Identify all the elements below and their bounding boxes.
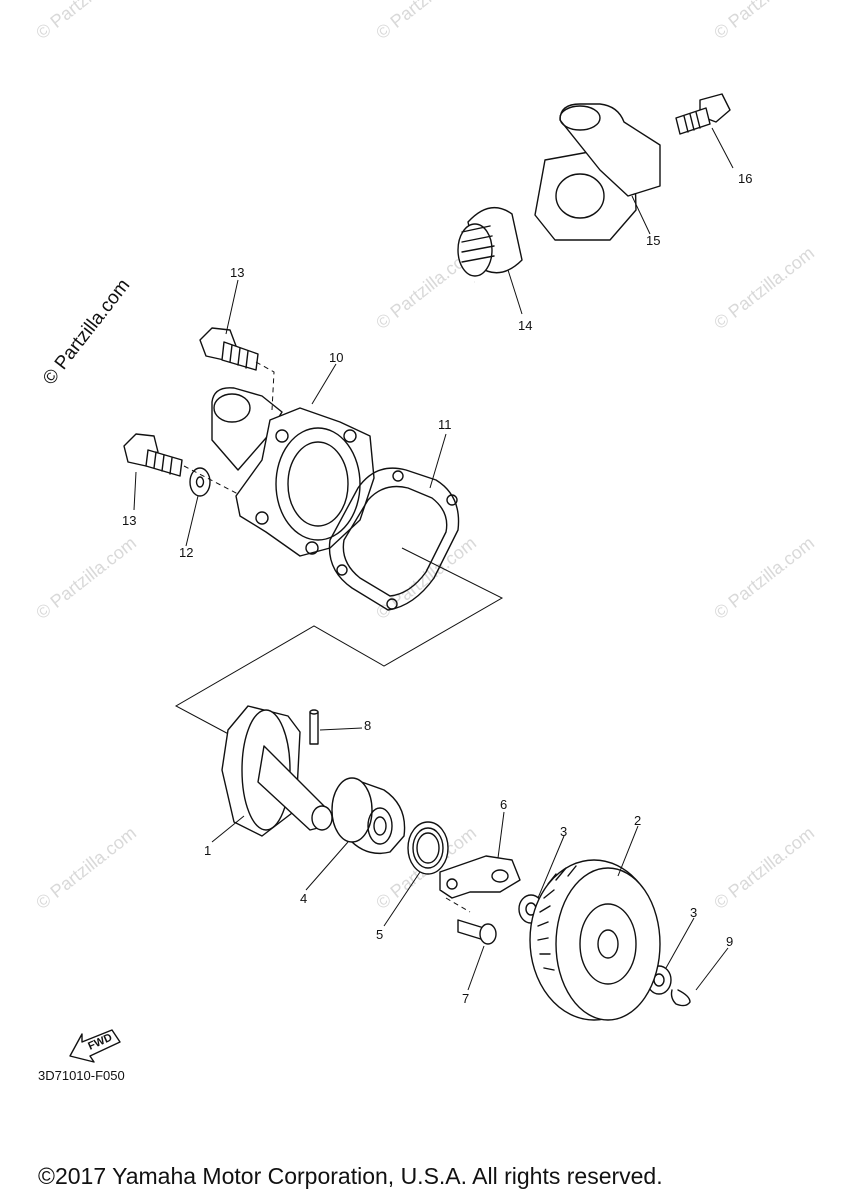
callout-1: 1 — [204, 843, 211, 858]
watermark: © Partzilla.com — [710, 823, 818, 913]
callout-2: 2 — [634, 813, 641, 828]
part-6-plate — [439, 855, 521, 899]
part-9-circlip — [670, 989, 691, 1007]
part-5-bearing — [407, 821, 449, 875]
diagram-code: 3D71010-F050 — [38, 1068, 125, 1083]
watermark: © Partzilla.com — [710, 533, 818, 623]
part-16-bolt — [675, 93, 731, 135]
part-10-pump-housing — [211, 387, 375, 557]
part-12-washer — [189, 467, 211, 497]
callout-12: 12 — [179, 545, 193, 560]
part-8-pin — [309, 709, 319, 745]
copyright-notice: ©2017 Yamaha Motor Corporation, U.S.A. A… — [38, 1163, 663, 1189]
callout-3: 3 — [560, 824, 567, 839]
callout-10: 10 — [329, 350, 343, 365]
part-13-bolt-lower — [123, 433, 183, 477]
part-14-thermostat — [457, 206, 523, 277]
callout-16: 16 — [738, 171, 752, 186]
watermark: © Partzilla.com — [32, 533, 140, 623]
part-15-outlet-elbow — [534, 103, 661, 241]
alignment-lines — [174, 361, 504, 913]
watermark: © Partzilla.com — [710, 243, 818, 333]
part-13-bolt-upper — [199, 327, 259, 371]
callout-13: 13 — [230, 265, 244, 280]
callout-9: 9 — [726, 934, 733, 949]
callout-3: 3 — [690, 905, 697, 920]
callout-14: 14 — [518, 318, 532, 333]
watermark: © Partzilla.com — [710, 0, 818, 43]
part-2-gear — [529, 859, 661, 1021]
leader-lines — [133, 127, 734, 991]
callout-numbers: 1 2 3 3 4 5 6 7 8 9 10 11 12 13 13 14 15… — [122, 171, 752, 1006]
callout-5: 5 — [376, 927, 383, 942]
callout-4: 4 — [300, 891, 307, 906]
watermark: © Partzilla.com — [32, 0, 140, 43]
watermark: © Partzilla.com — [32, 823, 140, 913]
callout-11: 11 — [438, 417, 452, 432]
part-7-screw — [457, 919, 497, 945]
callout-8: 8 — [364, 718, 371, 733]
part-4-oil-seal — [331, 777, 406, 855]
part-11-gasket — [328, 467, 460, 611]
callout-7: 7 — [462, 991, 469, 1006]
callout-15: 15 — [646, 233, 660, 248]
fwd-arrow-icon: FWD — [69, 1029, 121, 1063]
watermark: © Partzilla.com — [372, 0, 480, 43]
callout-6: 6 — [500, 797, 507, 812]
callout-13: 13 — [122, 513, 136, 528]
